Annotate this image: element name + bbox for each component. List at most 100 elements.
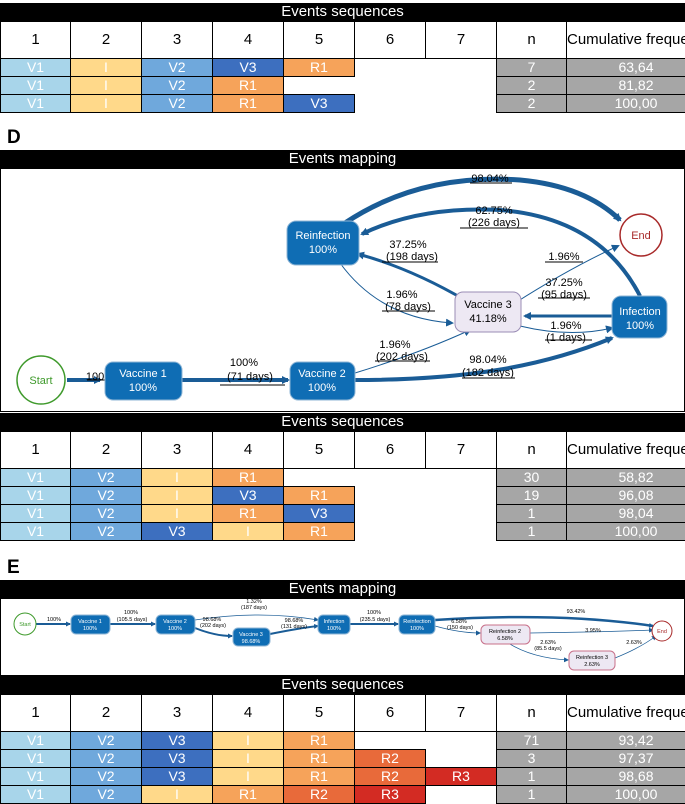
- sequence-cell: I: [142, 487, 213, 505]
- node-vaccine3: Vaccine 3 41.18%: [455, 292, 521, 332]
- sequence-cell: [355, 77, 426, 95]
- column-header: 5: [284, 695, 355, 732]
- column-header: 3: [142, 432, 213, 469]
- count-cell: 71: [497, 732, 567, 750]
- e-label-start-v1: 100%: [47, 617, 61, 623]
- count-cell: 1: [497, 523, 567, 541]
- panel-e-letter: E: [7, 557, 20, 579]
- column-header: Cumulative frequency (%): [567, 695, 685, 732]
- sequence-cell: V1: [1, 469, 71, 487]
- sequence-cell: [426, 95, 497, 113]
- svg-text:100%: 100%: [129, 382, 157, 394]
- svg-text:100%: 100%: [308, 382, 336, 394]
- e-node-infection: Infection 100%: [318, 615, 350, 634]
- column-header: 6: [355, 432, 426, 469]
- label-v3-inf-pct: 37.25%: [545, 277, 583, 289]
- sequence-cell: V2: [142, 77, 213, 95]
- sequence-cell: V1: [1, 732, 71, 750]
- sequence-cell: I: [71, 59, 142, 77]
- cumulative-frequency-cell: 63,64: [567, 59, 685, 77]
- e-label-r2-r3-days: (85.5 days): [534, 646, 562, 652]
- sequence-cell: V2: [71, 469, 142, 487]
- sequence-cell: [426, 77, 497, 95]
- sequence-cell: V1: [1, 59, 71, 77]
- svg-text:Reinfection: Reinfection: [403, 619, 431, 625]
- label-inf-v3-days: (1 days): [546, 332, 586, 344]
- e-label-inf-reinf-days: (235.5 days): [360, 617, 391, 623]
- sequence-cell: [426, 487, 497, 505]
- label-v3-reinf-days: (198 days): [386, 251, 438, 263]
- sequence-cell: I: [142, 469, 213, 487]
- node-infection: Infection 100%: [612, 296, 667, 338]
- sequence-cell: [284, 469, 355, 487]
- sequence-cell: R1: [284, 732, 355, 750]
- e-node-reinfection3: Reinfection 3 2.63%: [569, 651, 615, 670]
- sequence-cell: V2: [71, 750, 142, 768]
- svg-text:100%: 100%: [626, 320, 654, 332]
- label-v2-v3-days: (202 days): [376, 351, 428, 363]
- sequence-cell: R1: [213, 77, 284, 95]
- column-header: 4: [213, 22, 284, 59]
- panel-e-mapping-title: Events mapping: [0, 580, 685, 598]
- label-v3-end: 1.96%: [548, 251, 579, 263]
- panel-d-mapping-title: Events mapping: [0, 150, 685, 168]
- sequence-cell: I: [213, 768, 284, 786]
- cumulative-frequency-cell: 93,42: [567, 732, 685, 750]
- sequence-cell: V1: [1, 523, 71, 541]
- sequence-cell: V1: [1, 77, 71, 95]
- sequence-cell: R1: [213, 505, 284, 523]
- column-header: Cumulative frequency (%): [567, 22, 685, 59]
- svg-text:Vaccine 3: Vaccine 3: [464, 299, 512, 311]
- svg-text:Vaccine 1: Vaccine 1: [119, 368, 167, 380]
- sequence-cell: R1: [284, 59, 355, 77]
- column-header: 3: [142, 22, 213, 59]
- e-label-r3-end: 2.63%: [626, 640, 642, 646]
- column-header: Cumulative frequency (%): [567, 432, 685, 469]
- column-header: 1: [1, 695, 71, 732]
- cumulative-frequency-cell: 96,08: [567, 487, 685, 505]
- e-node-vaccine3: Vaccine 3 98.68%: [233, 628, 270, 646]
- sequence-cell: [426, 469, 497, 487]
- sequence-cell: V2: [71, 786, 142, 804]
- column-header: 3: [142, 695, 213, 732]
- sequence-cell: V1: [1, 487, 71, 505]
- e-label-v1-v2-days: (105.5 days): [117, 617, 148, 623]
- svg-text:Vaccine 3: Vaccine 3: [239, 632, 263, 638]
- sequence-cell: I: [142, 786, 213, 804]
- count-cell: 1: [497, 768, 567, 786]
- sequence-cell: V3: [142, 768, 213, 786]
- panel-d-letter: D: [7, 127, 21, 149]
- e-node-start: Start: [14, 613, 36, 635]
- sequence-cell: V3: [284, 505, 355, 523]
- label-v2-inf-days: (182 days): [462, 367, 514, 379]
- cumulative-frequency-cell: 100,00: [567, 95, 685, 113]
- sequence-cell: R2: [284, 786, 355, 804]
- svg-text:41.18%: 41.18%: [469, 313, 507, 325]
- count-cell: 2: [497, 95, 567, 113]
- svg-text:100%: 100%: [309, 244, 337, 256]
- label-v2-inf-pct: 98.04%: [469, 354, 507, 366]
- panel-e-events-map: 100% 100% (105.5 days) 1.32% (187 days) …: [0, 598, 685, 676]
- count-cell: 2: [497, 77, 567, 95]
- column-header: 5: [284, 22, 355, 59]
- column-header: 6: [355, 22, 426, 59]
- sequence-cell: V1: [1, 750, 71, 768]
- cumulative-frequency-cell: 100,00: [567, 786, 685, 804]
- panel-e-sequences-title: Events sequences: [0, 676, 685, 694]
- sequence-cell: I: [213, 732, 284, 750]
- column-header: n: [497, 432, 567, 469]
- label-v1-v2-days: (71 days): [227, 371, 273, 383]
- node-vaccine1: Vaccine 1 100%: [105, 362, 182, 400]
